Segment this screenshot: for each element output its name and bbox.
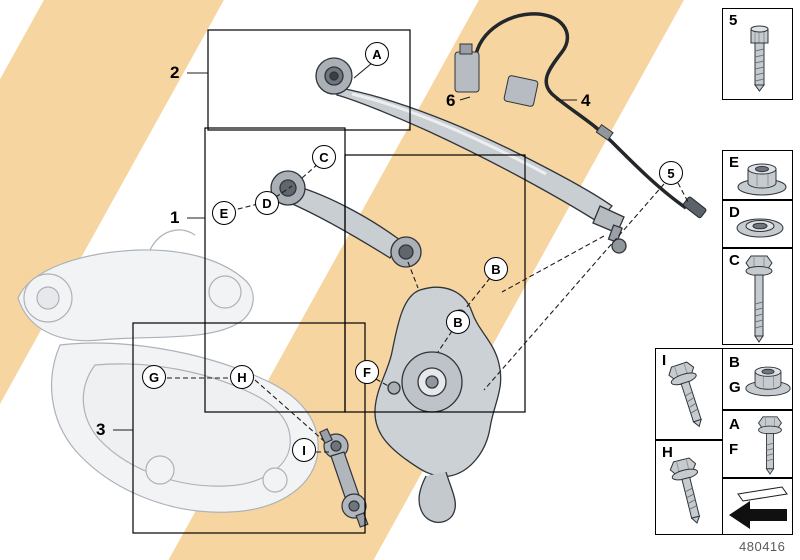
legend-label-5: 5 [729,12,738,29]
callout-I[interactable]: I [292,438,316,462]
flange-bolt-icon [668,361,702,428]
wheel-carrier [374,286,502,523]
cable-holder [454,51,480,93]
legend-label-G: G [729,379,741,396]
legend-label-D: D [729,204,740,221]
flange-bolt-icon [745,255,773,343]
group-label-1[interactable]: 1 [170,208,180,227]
flange-nut-icon [745,366,791,397]
image-number: 480416 [739,539,786,554]
legend-cell-I[interactable]: I [655,348,723,440]
flange-bolt-icon [669,457,701,524]
legend-cell-BG[interactable]: B G [722,348,793,410]
callout-C[interactable]: C [312,145,336,169]
stabilizer-link [319,428,369,528]
legend-label-H: H [662,444,673,461]
callout-F[interactable]: F [355,360,379,384]
legend-cell-C[interactable]: C [722,248,793,345]
flange-bolt-icon [757,416,783,475]
legend-label-F: F [729,441,739,458]
group-label-3[interactable]: 3 [96,420,106,439]
group-label-6[interactable]: 6 [446,91,456,110]
camber-control-arm [270,170,422,268]
callout-D[interactable]: D [255,191,279,215]
group-boxes [132,29,526,534]
group-label-2[interactable]: 2 [170,63,180,82]
legend-label-I: I [662,352,667,369]
abs-sensor-cable [473,12,687,210]
socket-head-screw-icon [750,25,769,92]
cable-clip [503,75,539,107]
legend-cell-AF[interactable]: A F [722,410,793,478]
group-box-1b [344,154,526,413]
abs-sensor-head [682,196,707,219]
group-box-3 [132,322,366,534]
flange-nut-icon [737,163,787,196]
callout-G[interactable]: G [142,365,166,389]
legend-label-C: C [729,252,740,269]
washer-icon [736,218,784,238]
view-direction-arrow-icon [729,486,788,529]
legend-cell-E[interactable]: E [722,150,793,200]
legend-label-E: E [729,154,740,171]
legend-label-B: B [729,354,740,371]
legend-cell-5[interactable]: 5 [722,8,793,100]
group-box-2 [207,29,411,131]
group-label-4[interactable]: 4 [581,91,591,110]
abs-sensor-assembly [454,12,707,219]
callout-E[interactable]: E [212,201,236,225]
callout-H[interactable]: H [230,365,254,389]
callout-B2[interactable]: B [446,310,470,334]
legend-cell-D[interactable]: D [722,200,793,248]
rear-axle-carrier-ghost [17,229,319,513]
legend-cell-direction[interactable] [722,478,793,535]
legend-label-A: A [729,416,740,433]
cable-grommet [595,124,614,141]
callout-5[interactable]: 5 [659,161,683,185]
callout-A[interactable]: A [365,42,389,66]
callout-B1[interactable]: B [484,257,508,281]
legend-cell-H[interactable]: H [655,440,723,535]
